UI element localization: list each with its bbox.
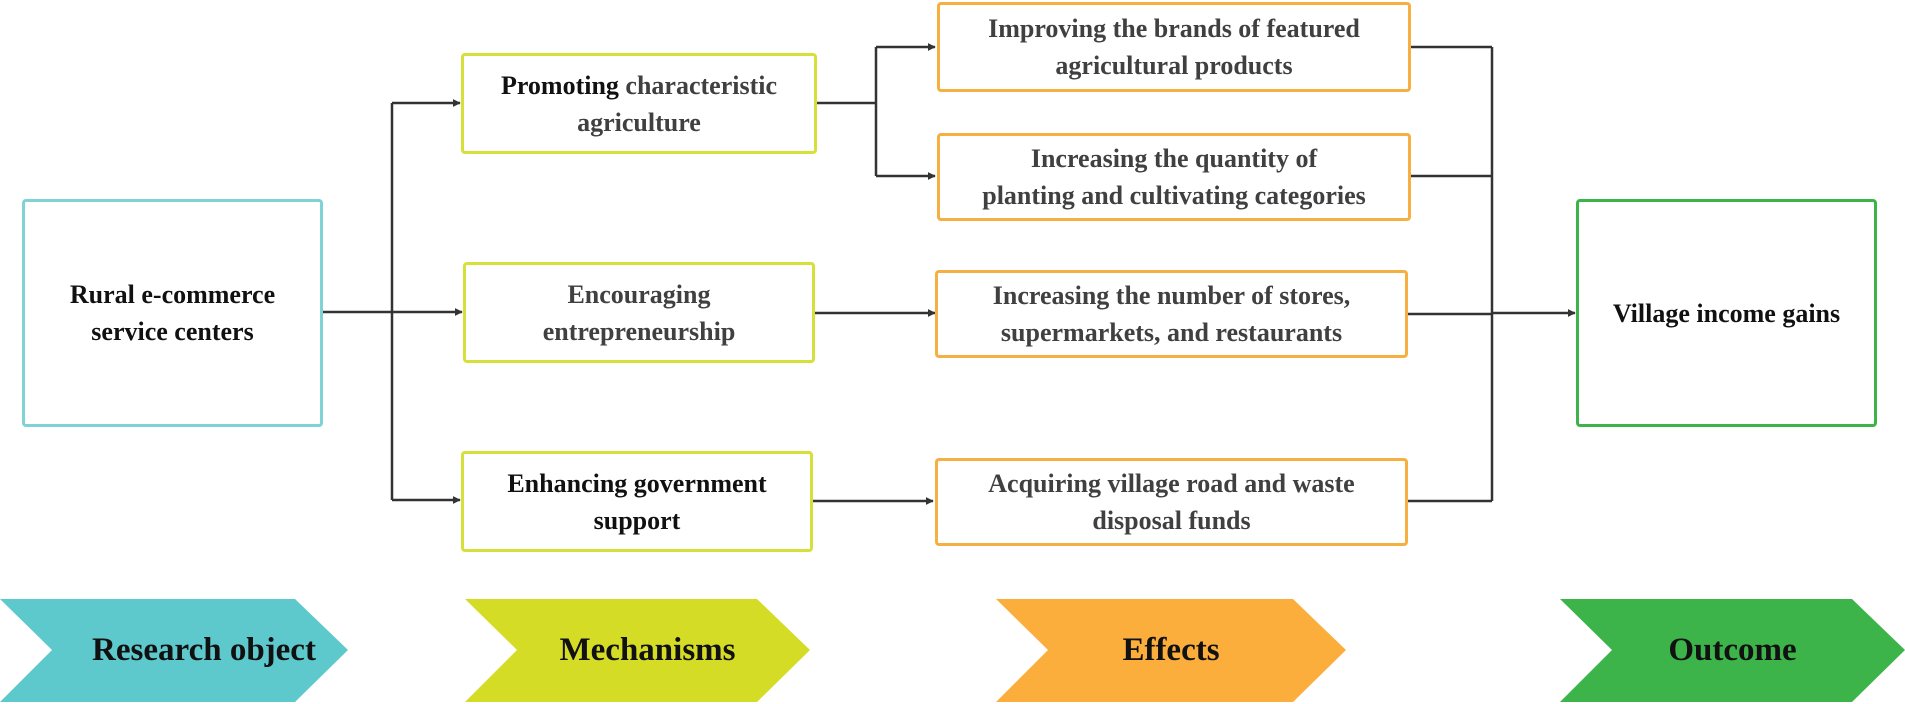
stage-effects: Effects: [996, 599, 1346, 702]
chevron-shape: [1560, 599, 1905, 702]
stage-label: Outcome: [1668, 632, 1797, 668]
mechanism-box-promoting-agriculture: Promoting characteristic agriculture: [461, 53, 817, 154]
stage-label: Research object: [92, 632, 316, 668]
mechanism-line1: Enhancing government: [507, 468, 767, 498]
mechanism-line2: entrepreneurship: [542, 316, 736, 346]
effect-line2: planting and cultivating categories: [982, 181, 1366, 210]
effect-line1: Acquiring village road and waste: [988, 469, 1355, 498]
chevron-shape: [465, 599, 810, 702]
chevron-shape: [996, 599, 1346, 702]
stage-research-object: Research object: [0, 599, 348, 702]
mechanism-line2: support: [593, 505, 681, 535]
effect-line1: Increasing the quantity of: [1030, 144, 1318, 173]
stage-label: Effects: [1122, 632, 1220, 668]
effect-line2: disposal funds: [1092, 506, 1251, 535]
mechanism-box-entrepreneurship: Encouraging entrepreneurship: [463, 262, 815, 363]
mechanism-rest: characteristic: [618, 70, 778, 100]
effect-box-brands: Improving the brands of featured agricul…: [937, 2, 1411, 92]
effect-box-stores: Increasing the number of stores, superma…: [935, 270, 1408, 358]
mechanism-bold-word: Promoting: [500, 70, 619, 100]
stage-mechanisms: Mechanisms: [465, 599, 810, 702]
effect-line2: supermarkets, and restaurants: [1000, 318, 1343, 347]
mechanism-line1: Encouraging: [567, 279, 711, 309]
mechanism-line2: agriculture: [577, 107, 701, 137]
effect-box-planting-categories: Increasing the quantity of planting and …: [937, 133, 1411, 221]
mechanism-line1: Promoting characteristic: [501, 67, 777, 104]
outcome-label: Village income gains: [1612, 298, 1841, 328]
research-object-line1: Rural e-commerce: [69, 280, 276, 309]
effect-box-funds: Acquiring village road and waste disposa…: [935, 458, 1408, 546]
chevron-shape: [0, 599, 348, 702]
stage-label: Mechanisms: [559, 632, 736, 668]
effect-line2: agricultural products: [1055, 51, 1293, 80]
stage-outcome: Outcome: [1560, 599, 1905, 702]
effect-line1: Increasing the number of stores,: [992, 281, 1351, 310]
research-object-line2: service centers: [91, 317, 254, 346]
outcome-box: Village income gains: [1576, 199, 1877, 427]
effect-line1: Improving the brands of featured: [988, 14, 1360, 43]
research-object-box: Rural e-commerce service centers: [22, 199, 323, 427]
mechanism-box-government-support: Enhancing government support: [461, 451, 813, 552]
